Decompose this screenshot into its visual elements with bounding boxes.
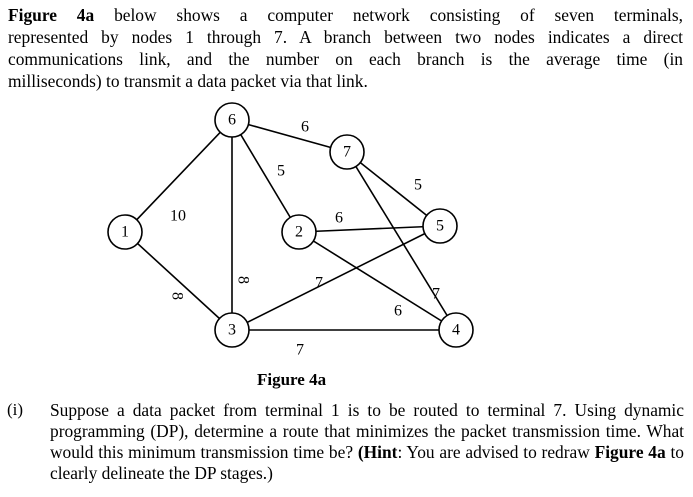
node-label-3: 3	[228, 322, 236, 339]
edge-weight-6-3: 8	[234, 276, 251, 284]
edge-weight-6-2: 5	[277, 163, 285, 180]
edge-6-7	[231, 119, 348, 153]
question-marker: (i)	[7, 400, 24, 419]
question-text-1: Suppose a data packet from terminal 1 is…	[50, 400, 684, 462]
node-circle-2	[281, 214, 317, 250]
intro-paragraph: Figure 4a below shows a computer network…	[8, 4, 683, 92]
node-label-4: 4	[452, 322, 460, 339]
intro-text-1: below shows a computer network consistin…	[94, 5, 683, 25]
nodes: 1 2 3 4 5 6 7	[107, 102, 474, 348]
node-label-1: 1	[121, 224, 129, 241]
edge-weight-7-4: 7	[432, 286, 440, 303]
question-text: Suppose a data packet from terminal 1 is…	[50, 400, 684, 484]
edge-weight-1-6: 10	[170, 208, 186, 225]
edge-weight-3-4: 7	[296, 342, 304, 359]
node-4: 4	[438, 312, 474, 348]
intro-line-3: communications link, and the number on e…	[8, 49, 683, 69]
edge-1-6	[124, 119, 233, 233]
intro-figure-ref: Figure 4a	[8, 5, 95, 25]
node-label-7: 7	[343, 144, 351, 161]
edge-6-2	[231, 119, 300, 233]
intro-line-1: Figure 4a below shows a computer network…	[8, 4, 683, 26]
node-circle-1	[107, 214, 143, 250]
question-figure-ref: Figure 4a	[594, 442, 666, 462]
edge-weight-3-5: 7	[315, 275, 323, 292]
edge-weight-2-4: 6	[394, 303, 402, 320]
edge-1-3	[124, 231, 233, 331]
hint-label: (Hint	[357, 442, 398, 462]
node-label-6: 6	[228, 112, 236, 129]
intro-line-2: represented by nodes 1 through 7. A bran…	[8, 27, 683, 47]
question-text-3: to clearly delineate the DP stages.)	[50, 442, 684, 483]
node-label-2: 2	[295, 224, 303, 241]
node-1: 1	[107, 214, 143, 250]
node-circle-5	[422, 208, 458, 244]
node-circle-6	[214, 102, 250, 138]
edge-weight-2-5: 6	[335, 210, 343, 227]
node-6: 6	[214, 102, 250, 138]
intro-line-4: milliseconds) to transmit a data packet …	[8, 71, 368, 91]
figure-caption: Figure 4a	[257, 370, 327, 389]
edge-weight-6-7: 6	[301, 119, 309, 136]
edge-2-4	[298, 231, 457, 331]
edge-7-4	[346, 151, 457, 331]
node-5: 5	[422, 208, 458, 244]
node-3: 3	[214, 312, 250, 348]
edge-weight-1-3: 8	[168, 292, 185, 300]
edge-7-5	[346, 151, 441, 227]
node-2: 2	[281, 214, 317, 250]
node-circle-7	[329, 134, 365, 170]
edge-weight-7-5: 5	[414, 177, 422, 194]
node-7: 7	[329, 134, 365, 170]
edge-2-5	[298, 225, 441, 233]
edges: 10 8 6 5 8 5 7 6 6 7 7	[124, 119, 457, 359]
question-text-2: : You are advised to redraw	[397, 442, 595, 462]
node-circle-3	[214, 312, 250, 348]
node-circle-4	[438, 312, 474, 348]
edge-3-5	[231, 225, 441, 331]
node-label-5: 5	[436, 218, 444, 235]
